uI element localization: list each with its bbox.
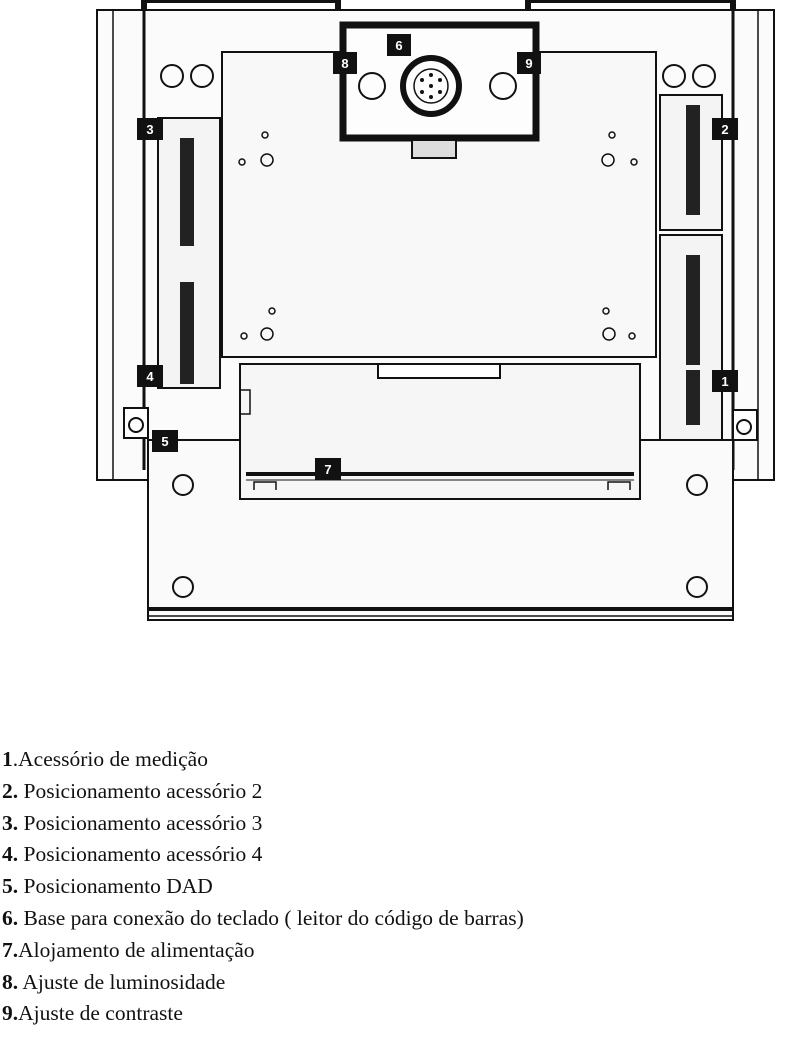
legend-text: Ajuste de contraste [18, 1001, 183, 1026]
legend-text: Posicionamento acessório 4 [18, 842, 263, 867]
legend-text: Alojamento de alimentação [18, 937, 255, 962]
contrast-knob [489, 72, 517, 100]
callout-3: 3 [146, 122, 153, 137]
callout-6: 6 [395, 38, 402, 53]
legend-item-7: 7.Alojamento de alimentação [2, 935, 524, 967]
callout-7: 7 [324, 462, 331, 477]
device-diagram: 1 2 3 4 5 6 7 8 9 [96, 0, 775, 621]
legend-item-2: 2. Posicionamento acessório 2 [2, 776, 524, 808]
keyboard-connector [400, 55, 462, 117]
right-top-hole-1 [662, 64, 686, 88]
brightness-knob [358, 72, 386, 100]
callout-1: 1 [721, 374, 728, 389]
legend-item-6: 6. Base para conexão do teclado ( leitor… [2, 903, 524, 935]
power-supply-compartment [239, 363, 641, 500]
left-top-hole-2 [190, 64, 214, 88]
legend-item-4: 4. Posicionamento acessório 4 [2, 839, 524, 871]
legend-text: Posicionamento acessório 3 [18, 810, 263, 835]
legend-number: 5. [2, 874, 19, 899]
callout-9: 9 [525, 56, 532, 71]
legend-text: Base para conexão do teclado ( leitor do… [18, 905, 524, 930]
callout-4: 4 [146, 369, 154, 384]
legend-number: 6. [2, 905, 19, 930]
top-frame-left [141, 0, 341, 10]
legend-item-8: 8. Ajuste de luminosidade [2, 967, 524, 999]
callout-8: 8 [341, 56, 348, 71]
left-top-hole-1 [160, 64, 184, 88]
legend-text: Posicionamento acessório 2 [18, 778, 263, 803]
callout-5: 5 [161, 434, 168, 449]
legend-item-1: 1.Acessório de medição [2, 744, 524, 776]
legend-list: 1.Acessório de medição 2. Posicionamento… [2, 744, 524, 1030]
top-frame-right [525, 0, 736, 10]
legend-text: Posicionamento DAD [18, 874, 213, 899]
legend-text: .Acessório de medição [12, 747, 208, 771]
legend-number: 1 [2, 747, 13, 771]
legend-item-3: 3. Posicionamento acessório 3 [2, 808, 524, 840]
legend-number: 2. [2, 778, 19, 803]
legend-number: 4. [2, 842, 19, 867]
legend-number: 9. [2, 1001, 19, 1026]
legend-item-5: 5. Posicionamento DAD [2, 871, 524, 903]
right-top-hole-2 [692, 64, 716, 88]
callout-2: 2 [721, 122, 728, 137]
legend-number: 8. [2, 969, 19, 994]
legend-number: 7. [2, 937, 19, 962]
legend-item-9: 9.Ajuste de contraste [2, 998, 524, 1030]
legend-number: 3. [2, 810, 19, 835]
legend-text: Ajuste de luminosidade [18, 969, 226, 994]
